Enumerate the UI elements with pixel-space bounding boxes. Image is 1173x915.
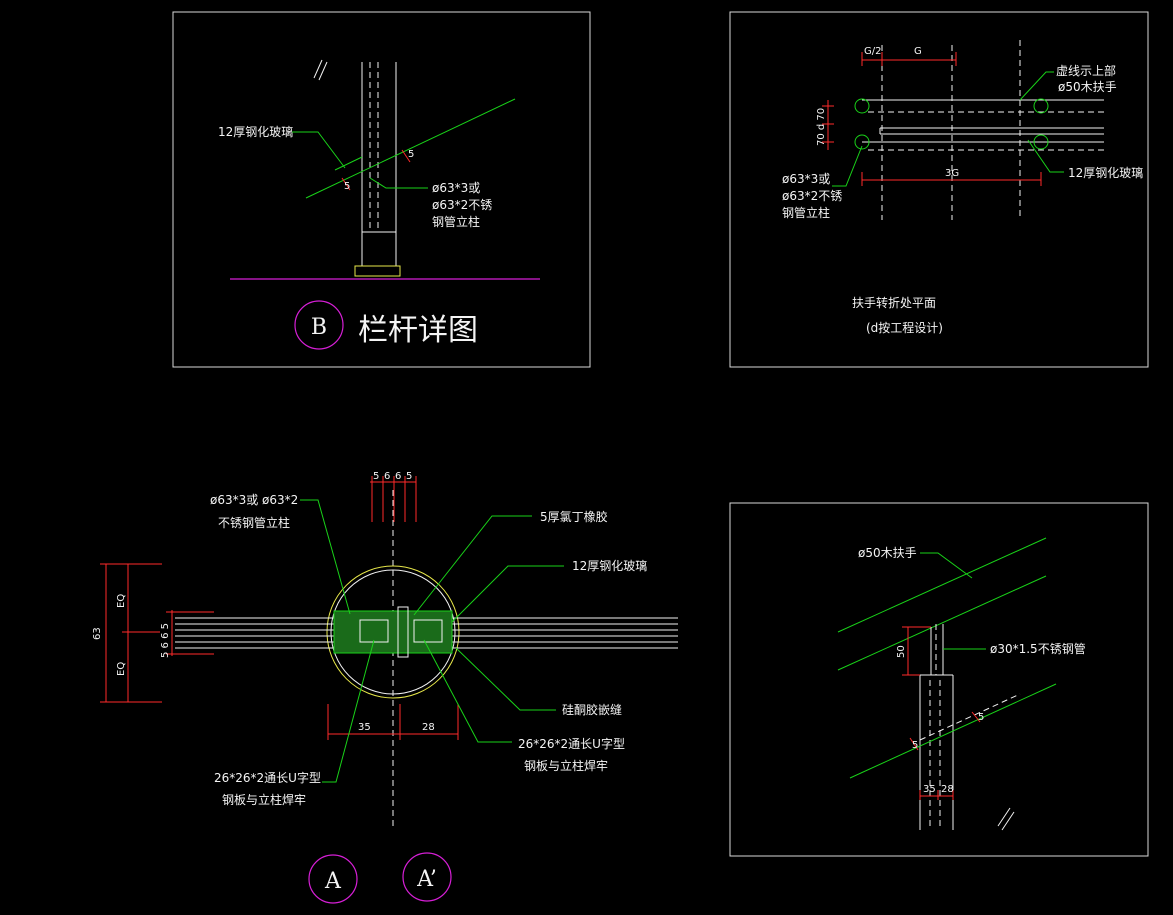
post-label-3: 钢管立柱 xyxy=(432,214,480,229)
section-a-circle xyxy=(308,854,358,904)
dim-tick xyxy=(401,149,411,163)
post-label-3: 钢管立柱 xyxy=(782,205,830,220)
dim-eq-top: EQ xyxy=(116,594,127,608)
panel-b-frame xyxy=(172,11,591,368)
glass-label: 12厚钢化玻璃 xyxy=(572,559,647,573)
section-a-prime-letter: A’ xyxy=(416,867,437,892)
glass-leader xyxy=(1027,139,1064,173)
post-circle xyxy=(854,134,870,150)
silicone-label: 硅酮胶嵌缝 xyxy=(562,702,622,717)
tube-label: ø30*1.5不锈钢管 xyxy=(990,641,1086,656)
dim-eq-bottom: EQ xyxy=(116,662,127,676)
dim-5b: 5 xyxy=(978,712,984,723)
panel-handrail-turn-plan: G/2 G 70 d 70 3G 虚线示上部 ø50木扶手 12厚钢化玻璃 ø6… xyxy=(729,11,1149,368)
glass-label: 12厚钢化玻璃 xyxy=(218,125,293,139)
dim-tick xyxy=(341,177,351,191)
post-label-2: ø63*2不锈 xyxy=(432,198,492,212)
rubber-leader xyxy=(413,515,532,616)
glass-label: 12厚钢化玻璃 xyxy=(1068,166,1143,180)
post-inner-circle xyxy=(330,569,456,695)
channel-right-2: 钢板与立柱焊牢 xyxy=(524,758,608,773)
dim-top-2: 6 xyxy=(384,471,390,482)
plan-title: 扶手转折处平面 xyxy=(852,295,936,310)
handrail-lower-edge xyxy=(837,575,1047,671)
detail-b-circle xyxy=(294,300,344,350)
panel-post-section: 5 6 6 5 63 EQ EQ 5 6 6 5 xyxy=(92,471,678,904)
handrail-label: ø50木扶手 xyxy=(858,545,917,560)
panel-railing-detail: 12厚钢化玻璃 5 5 ø63*3或 ø63*2不锈 钢管立柱 B 栏杆详图 xyxy=(172,11,591,368)
handrail-upper-edge xyxy=(837,537,1047,633)
dim-g: G xyxy=(914,46,922,57)
post-label-2: ø63*2不锈 xyxy=(782,189,842,203)
post-label-1: ø63*3或 xyxy=(782,172,830,186)
dim-total: 63 xyxy=(92,627,103,640)
dim-a: 5 xyxy=(344,181,350,192)
post-circle xyxy=(1033,98,1049,114)
channel-right-leader xyxy=(423,639,512,743)
dim-b: 5 xyxy=(408,149,414,160)
dim-28: 28 xyxy=(941,784,954,795)
rubber-gasket xyxy=(333,610,453,654)
detail-b-letter: B xyxy=(311,315,327,340)
detail-b-title: 栏杆详图 xyxy=(358,313,478,348)
post-label-1: ø63*3或 ø63*2 xyxy=(210,493,298,507)
post-label-1: ø63*3或 xyxy=(432,181,480,195)
panel-plan-frame xyxy=(729,11,1149,368)
glass-hidden xyxy=(919,693,1021,741)
dim-top-4: 5 xyxy=(406,471,412,482)
post-outer-circle xyxy=(326,565,460,699)
post-leader xyxy=(300,499,351,615)
glass-edge-upper xyxy=(334,156,363,171)
break-mark xyxy=(997,807,1011,827)
channel-left-2: 钢板与立柱焊牢 xyxy=(222,792,306,807)
dashed-note-1: 虚线示上部 xyxy=(1056,63,1116,78)
glass-leader xyxy=(451,565,564,623)
section-a-letter: A xyxy=(324,869,342,894)
break-mark xyxy=(1001,811,1015,831)
rubber-label: 5厚氯丁橡胶 xyxy=(540,509,608,524)
handrail-leader xyxy=(920,552,973,579)
post-label-2: 不锈钢管立柱 xyxy=(218,515,290,530)
dim-tick xyxy=(909,737,919,751)
u-channel-right xyxy=(413,619,443,643)
dashed-note-2: ø50木扶手 xyxy=(1058,79,1117,94)
dim-small: 5 6 6 5 xyxy=(160,623,171,658)
dim-vertical: 70 d 70 xyxy=(816,108,827,146)
break-mark xyxy=(318,61,328,81)
channel-left-1: 26*26*2通长U字型 xyxy=(214,770,321,785)
u-channel-center xyxy=(397,606,409,658)
section-a-prime-circle xyxy=(402,852,452,902)
dim-tick xyxy=(971,711,981,723)
dim-left: 35 xyxy=(358,722,371,733)
dim-3g: 3G xyxy=(945,168,959,179)
dim-top-1: 5 xyxy=(373,471,379,482)
dim-35: 35 xyxy=(923,784,936,795)
panel-handrail-connection: 50 35 28 5 5 ø50木扶手 ø30*1.5不锈钢管 xyxy=(729,502,1149,857)
u-channel-left xyxy=(359,619,389,643)
panel-handrail-frame xyxy=(729,502,1149,857)
post-leader xyxy=(832,145,863,187)
plan-subtitle: (d按工程设计) xyxy=(866,320,943,335)
base-plate xyxy=(354,265,401,277)
silicone-leader xyxy=(455,647,556,711)
channel-left-leader xyxy=(322,639,375,783)
glass-leader xyxy=(292,131,346,169)
channel-right-1: 26*26*2通长U字型 xyxy=(518,736,625,751)
post-circle xyxy=(1033,134,1049,150)
dim-5a: 5 xyxy=(912,740,918,751)
dashed-note-leader xyxy=(1019,71,1054,101)
glass-slope xyxy=(849,683,1057,779)
post-leader xyxy=(369,177,428,189)
dim-g2: G/2 xyxy=(864,46,881,57)
dim-top-3: 6 xyxy=(395,471,401,482)
dim-50: 50 xyxy=(896,645,907,658)
post-circle xyxy=(854,98,870,114)
glass-edge-lower xyxy=(305,98,516,199)
dim-right: 28 xyxy=(422,722,435,733)
break-mark xyxy=(313,59,323,79)
